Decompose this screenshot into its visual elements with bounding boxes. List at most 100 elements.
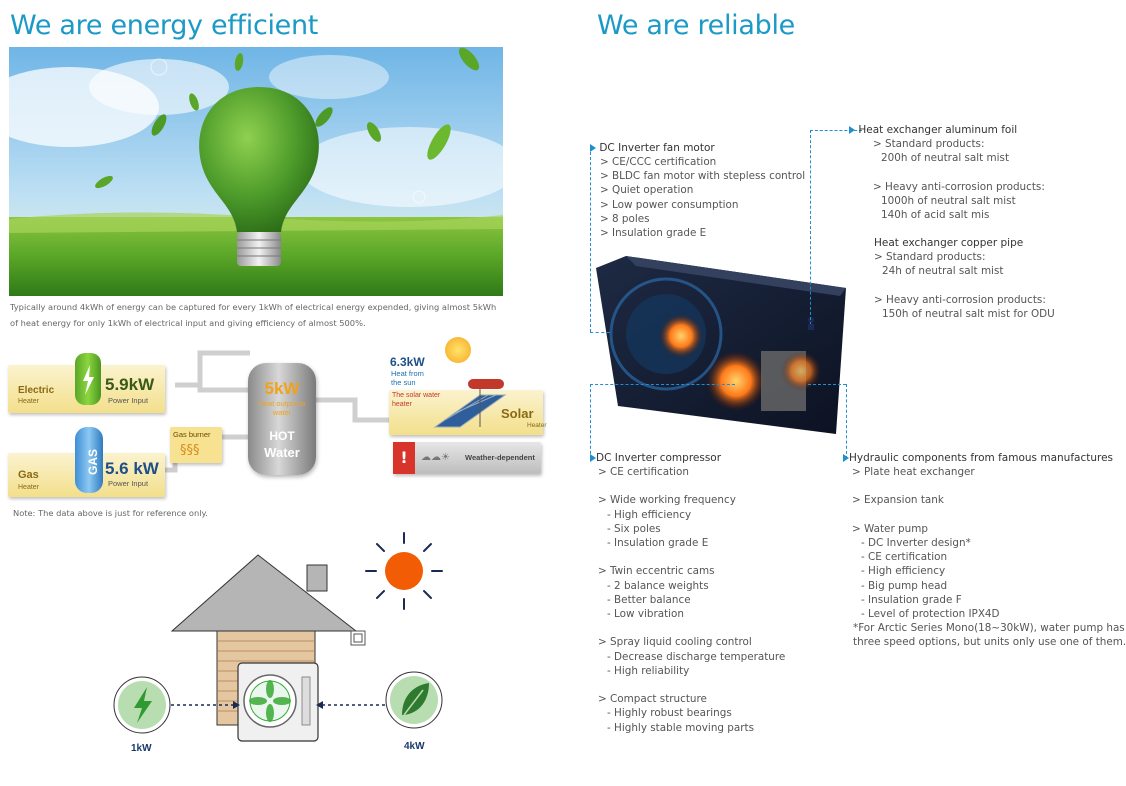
fan-motor-block: DC Inverter fan motor > CE/CCC certifica…	[590, 142, 805, 240]
connector-hydraulic	[846, 384, 847, 459]
arrow-right-icon	[843, 454, 849, 462]
arrow-right-icon	[849, 126, 855, 134]
compressor-title: DC Inverter compressor	[590, 452, 785, 464]
list-line: - 2 balance weights	[607, 579, 709, 592]
list-line	[598, 621, 785, 635]
list-line	[873, 165, 1045, 179]
list-line: > Standard products:	[873, 138, 985, 150]
list-line: 24h of neutral salt mist	[882, 265, 1004, 278]
list-line: > Heavy anti-corrosion products:	[874, 293, 1046, 306]
list-line: > Quiet operation	[600, 184, 694, 197]
list-line	[598, 479, 785, 493]
heat-pump-unit-illustration	[596, 256, 846, 434]
tank-kw: 5kW	[264, 379, 300, 398]
list-line: - Highly robust bearings	[607, 707, 732, 720]
energy-comparison-diagram: Electric Heater 5.9kW Power Input Gas bu…	[5, 335, 553, 505]
weather-text: Weather-dependent	[465, 453, 535, 462]
tank-hot: HOT	[269, 429, 295, 443]
gas-heater-card: Gas Heater GAS 5.6 kW Power Input	[8, 427, 165, 497]
electric-power-sub: Power Input	[108, 396, 149, 405]
list-line: *For Arctic Series Mono(18~30kW), water …	[853, 622, 1125, 635]
connector-fan-motor	[590, 152, 591, 332]
energy-efficient-title: We are energy efficient	[10, 10, 319, 41]
list-line	[852, 508, 1126, 522]
copper-title: Heat exchanger copper pipe	[874, 237, 1024, 249]
foil-list: > Standard products:200h of neutral salt…	[873, 137, 1045, 222]
copper-list: > Standard products: 24h of neutral salt …	[874, 250, 1055, 321]
battery-icon	[75, 353, 101, 405]
list-line: three speed options, but units only use …	[853, 636, 1126, 649]
solar-kw: 6.3kW	[390, 355, 425, 369]
gas-sub: Heater	[18, 484, 40, 491]
list-line: - Insulation grade E	[607, 537, 709, 550]
list-line: - CE certification	[861, 551, 948, 564]
list-line: > Compact structure	[598, 693, 707, 706]
list-line: - Level of protection IPX4D	[861, 608, 1000, 621]
gas-burner-card: Gas burner §§§	[170, 427, 222, 463]
hydraulic-title: Hydraulic components from famous manufac…	[843, 452, 1126, 464]
list-line: > Twin eccentric cams	[598, 565, 715, 578]
electric-heater-card: Electric Heater 5.9kW Power Input	[8, 353, 165, 413]
list-line: - Low vibration	[607, 608, 684, 621]
list-line: - Big pump head	[861, 579, 948, 592]
list-line: - Insulation grade F	[861, 593, 962, 606]
list-line: > CE/CCC certification	[600, 156, 717, 168]
copper-block: Heat exchanger copper pipe > Standard pr…	[874, 237, 1055, 321]
flame-icon: §§§	[180, 443, 200, 458]
list-line	[852, 479, 1126, 493]
weather-dependent-card: ! ☁☁☀ Weather-dependent	[393, 442, 541, 474]
list-line: > Heavy anti-corrosion products:	[873, 180, 1045, 193]
list-line: - Better balance	[607, 593, 691, 606]
ambient-kw-label: 4kW	[404, 741, 425, 752]
house-heat-pump-illustration	[113, 532, 443, 742]
tank-water: Water	[264, 445, 300, 460]
weather-icons: ☁☁☀	[421, 452, 450, 463]
list-line: - High reliability	[607, 664, 690, 677]
reliable-title: We are reliable	[597, 10, 795, 41]
tank-sub: Heat output to water	[258, 399, 306, 417]
hydraulic-list: > Plate heat exchanger > Expansion tank …	[852, 465, 1126, 650]
hero-image-green-bulb	[0, 47, 519, 296]
compressor-block: DC Inverter compressor > CE certificatio…	[590, 452, 785, 735]
sun-icon	[445, 337, 471, 363]
compressor-list: > CE certification > Wide working freque…	[598, 465, 785, 735]
electric-label: Electric	[18, 385, 55, 396]
list-line: > Standard products:	[874, 251, 986, 263]
green-bulb-illustration	[0, 47, 519, 296]
foil-block: Heat exchanger aluminum foil > Standard …	[849, 124, 1045, 222]
list-line: > Insulation grade E	[600, 227, 707, 240]
connector-foil-h	[810, 130, 862, 131]
arrow-right-icon	[590, 454, 596, 462]
list-line: > Low power consumption	[600, 198, 739, 211]
foil-title: Heat exchanger aluminum foil	[849, 124, 1045, 136]
connector-foil	[810, 130, 811, 325]
solar-label: Solar	[501, 406, 534, 421]
sun-rays-icon	[365, 532, 443, 610]
list-line: 150h of neutral salt mist for ODU	[882, 307, 1055, 320]
list-line: - DC Inverter design*	[861, 537, 971, 550]
solar-heater-text: The solar water heater	[392, 392, 441, 408]
list-line: > Plate heat exchanger	[852, 466, 975, 478]
list-line: - High efficiency	[607, 508, 692, 521]
solar-panel-icon	[433, 379, 507, 428]
solar-label-sub: Heater	[527, 422, 547, 429]
connector-compressor	[590, 384, 591, 459]
connector-dot-foil	[808, 324, 814, 330]
hot-water-tank: 5kW Heat output to water HOT Water	[248, 363, 316, 475]
list-line: - Decrease discharge temperature	[607, 650, 786, 663]
list-line: - High efficiency	[861, 565, 946, 578]
list-line: - Highly stable moving parts	[607, 721, 755, 734]
gas-cylinder-text: GAS	[86, 448, 101, 476]
fan-motor-list: > CE/CCC certification> BLDC fan motor w…	[600, 155, 805, 240]
list-line: > Expansion tank	[852, 494, 944, 507]
connector-fan-motor-h	[590, 332, 610, 333]
list-line: > Spray liquid cooling control	[598, 636, 752, 649]
input-kw-label: 1kW	[131, 743, 152, 754]
list-line: 1000h of neutral salt mist	[881, 194, 1016, 207]
gas-power-sub: Power Input	[108, 479, 149, 488]
list-line	[598, 550, 785, 564]
gas-label: Gas	[18, 469, 39, 481]
list-line: > Water pump	[852, 522, 928, 535]
efficiency-caption: Typically around 4kWh of energy can be c…	[10, 302, 497, 328]
list-line: > Wide working frequency	[598, 494, 736, 507]
